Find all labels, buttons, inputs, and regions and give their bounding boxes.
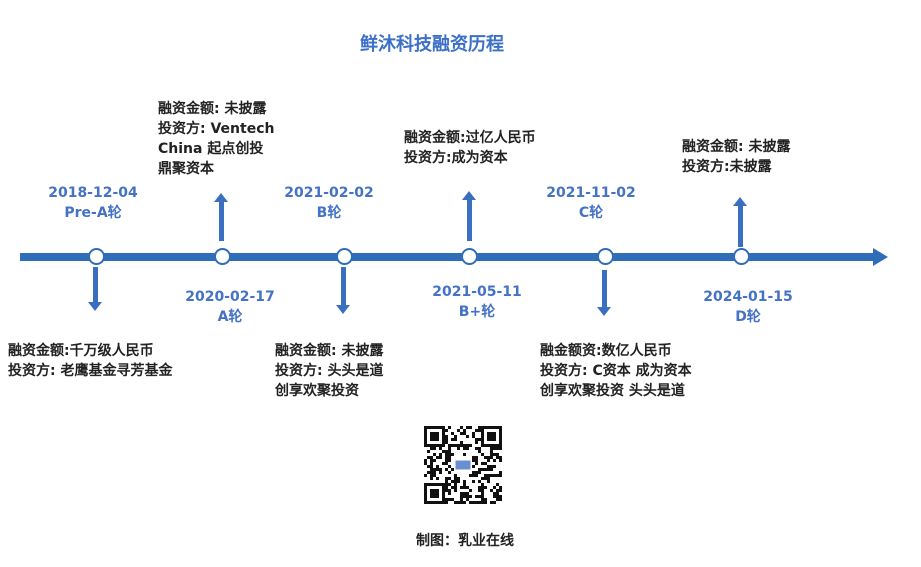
event-date: 2024-01-15 (703, 289, 793, 305)
funding-amount: 融资金额: 未披露 (158, 101, 267, 117)
event-details: 融资金额: 未披露 投资方: 头头是道 创享欢聚投资 (275, 341, 383, 401)
event-date: 2018-12-04 (48, 185, 138, 201)
event-label: 2021-02-02 B轮 (259, 183, 399, 223)
source-caption: 制图：乳业在线 (416, 533, 514, 549)
funding-amount: 融资金额:过亿人民币 (404, 130, 536, 146)
arrow-up-icon (462, 191, 476, 200)
event-round: Pre-A轮 (64, 205, 122, 221)
event-round: B轮 (316, 205, 342, 221)
arrow-shaft (738, 205, 743, 247)
event-date: 2020-02-17 (185, 289, 275, 305)
investors: 投资方: C资本 成为资本 (540, 363, 692, 379)
timeline-node (733, 248, 750, 265)
investors: 创享欢聚投资 (275, 383, 359, 399)
investors: 投资方: 头头是道 (275, 363, 384, 379)
funding-amount: 融资金额: 未披露 (275, 343, 384, 359)
funding-amount: 融金额资:数亿人民币 (540, 343, 672, 359)
event-details: 融资金额: 未披露 投资方:未披露 (682, 137, 790, 177)
timeline-node (88, 248, 105, 265)
investors: 鼎聚资本 (158, 161, 214, 177)
investors: China 起点创投 (158, 141, 264, 157)
timeline-node (214, 248, 231, 265)
event-label: 2020-02-17 A轮 (160, 287, 300, 327)
event-round: A轮 (217, 309, 243, 325)
arrow-up-icon (214, 193, 228, 202)
event-date: 2021-02-02 (284, 185, 374, 201)
arrow-down-icon (597, 307, 611, 316)
arrow-shaft (93, 267, 98, 303)
arrow-up-icon (733, 197, 747, 206)
event-date: 2021-05-11 (432, 284, 522, 300)
event-round: C轮 (578, 205, 604, 221)
timeline-arrowhead (873, 248, 888, 266)
event-details: 融资金额:过亿人民币 投资方:成为资本 (404, 128, 536, 168)
arrow-shaft (602, 270, 607, 308)
event-details: 融资金额: 未披露 投资方: Ventech China 起点创投 鼎聚资本 (158, 99, 274, 179)
event-date: 2021-11-02 (546, 185, 636, 201)
arrow-shaft (467, 199, 472, 241)
event-label: 2021-11-02 C轮 (521, 183, 661, 223)
timeline-node (461, 248, 478, 265)
funding-amount: 融资金额: 未披露 (682, 139, 791, 155)
arrow-down-icon (336, 305, 350, 314)
event-label: 2024-01-15 D轮 (678, 287, 818, 327)
event-label: 2018-12-04 Pre-A轮 (23, 183, 163, 223)
timeline-node (597, 248, 614, 265)
arrow-shaft (341, 267, 346, 305)
arrow-shaft (219, 201, 224, 241)
qr-code-image (424, 426, 502, 504)
investors: 投资方: 老鹰基金寻芳基金 (8, 363, 173, 379)
event-round: D轮 (735, 309, 761, 325)
event-label: 2021-05-11 B+轮 (407, 282, 547, 322)
arrow-down-icon (88, 302, 102, 311)
investors: 投资方: Ventech (158, 121, 275, 137)
investors: 投资方:未披露 (682, 159, 772, 175)
chart-title: 鲜沐科技融资历程 (360, 34, 504, 55)
timeline-node (336, 248, 353, 265)
timeline-axis (20, 253, 875, 261)
event-round: B+轮 (458, 304, 496, 320)
event-details: 融资金额:千万级人民币 投资方: 老鹰基金寻芳基金 (8, 341, 172, 381)
event-details: 融金额资:数亿人民币 投资方: C资本 成为资本 创享欢聚投资 头头是道 (540, 341, 692, 401)
investors: 投资方:成为资本 (404, 150, 508, 166)
funding-amount: 融资金额:千万级人民币 (8, 343, 154, 359)
investors: 创享欢聚投资 头头是道 (540, 383, 685, 399)
